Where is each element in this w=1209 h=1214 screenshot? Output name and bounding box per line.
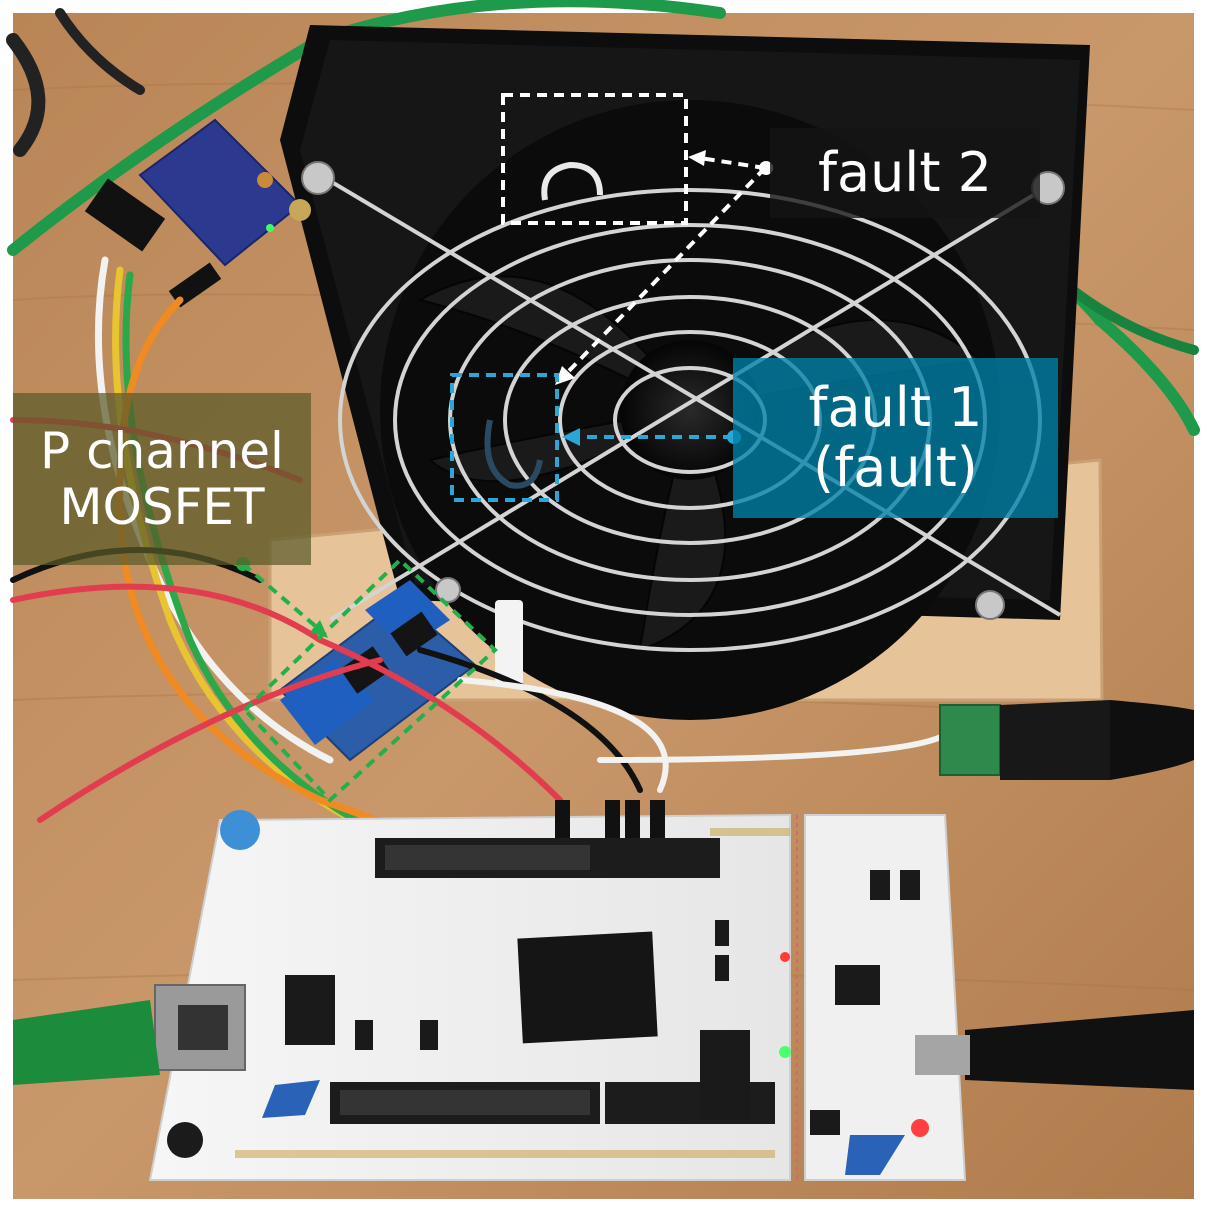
zip-tie xyxy=(495,600,523,685)
mosfet-label: P channel MOSFET xyxy=(13,393,311,565)
mosfet-label-line2: MOSFET xyxy=(59,478,265,536)
nucleo-board xyxy=(13,810,1194,1181)
fault1-label-line1: fault 1 xyxy=(808,375,983,439)
fault1-box xyxy=(450,373,559,502)
dc-jack xyxy=(939,700,1194,780)
fault2-label: fault 2 xyxy=(770,128,1040,218)
mosfet-annotation xyxy=(241,557,498,803)
fault1-label: fault 1 (fault) xyxy=(733,358,1058,518)
sensor-module xyxy=(84,118,311,308)
mosfet-box xyxy=(242,557,498,803)
fault2-arrow-markers xyxy=(555,150,773,385)
fault2-annotation xyxy=(501,93,767,377)
board-wire-plugs xyxy=(555,800,665,838)
fault2-arrow-diagonal xyxy=(563,166,767,377)
fault2-arrow-horizontal xyxy=(699,156,766,170)
fault1-annotation xyxy=(450,373,733,502)
mosfet-label-line1: P channel xyxy=(40,422,284,480)
fault2-box xyxy=(501,93,688,225)
fault2-label-text: fault 2 xyxy=(817,141,993,204)
fault1-label-line2: (fault) xyxy=(813,436,978,499)
